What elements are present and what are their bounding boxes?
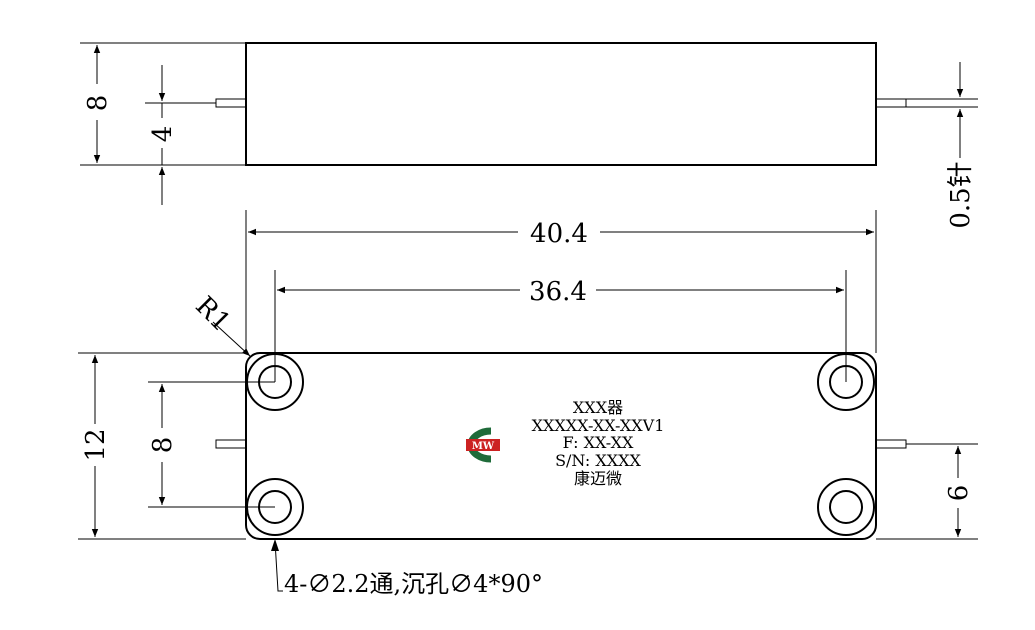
bottom-body — [245, 352, 877, 540]
radius-leader — [212, 321, 251, 357]
top-view: 8 4 0.5针 — [80, 42, 978, 229]
pin-offset-dim: 6 — [944, 485, 974, 502]
hole-spacing-y-dim: 8 — [148, 437, 178, 454]
length-dim: 40.4 — [530, 219, 588, 249]
pin-diameter-dim: 0.5针 — [946, 161, 976, 228]
mounting-hole — [817, 478, 875, 536]
bottom-right-pin — [875, 439, 907, 449]
label-name: XXX器 — [573, 398, 623, 417]
width-dim: 12 — [81, 428, 111, 461]
top-body — [245, 42, 877, 166]
bottom-view: 40.4 36.4 R1 12 8 6 4-∅2.2通,沉孔∅4*90° — [78, 210, 978, 598]
label-serial: S/N: XXXX — [555, 451, 641, 470]
top-pin-offset-dim: 4 — [148, 126, 178, 143]
top-height-dim: 8 — [83, 95, 113, 112]
logo: MW — [466, 427, 500, 463]
radius-dim: R1 — [189, 291, 236, 338]
hole-note-leader — [274, 540, 283, 592]
hole-spacing-x-dim: 36.4 — [529, 277, 587, 307]
bottom-left-pin — [215, 439, 247, 449]
label-maker: 康迈微 — [574, 469, 622, 488]
top-right-pin — [875, 98, 907, 108]
label-frequency: F: XX-XX — [563, 433, 634, 452]
top-left-pin — [215, 98, 247, 108]
label-model: XXXXX-XX-XXV1 — [532, 416, 665, 435]
logo-text: MW — [472, 441, 495, 452]
hole-note: 4-∅2.2通,沉孔∅4*90° — [284, 570, 543, 598]
